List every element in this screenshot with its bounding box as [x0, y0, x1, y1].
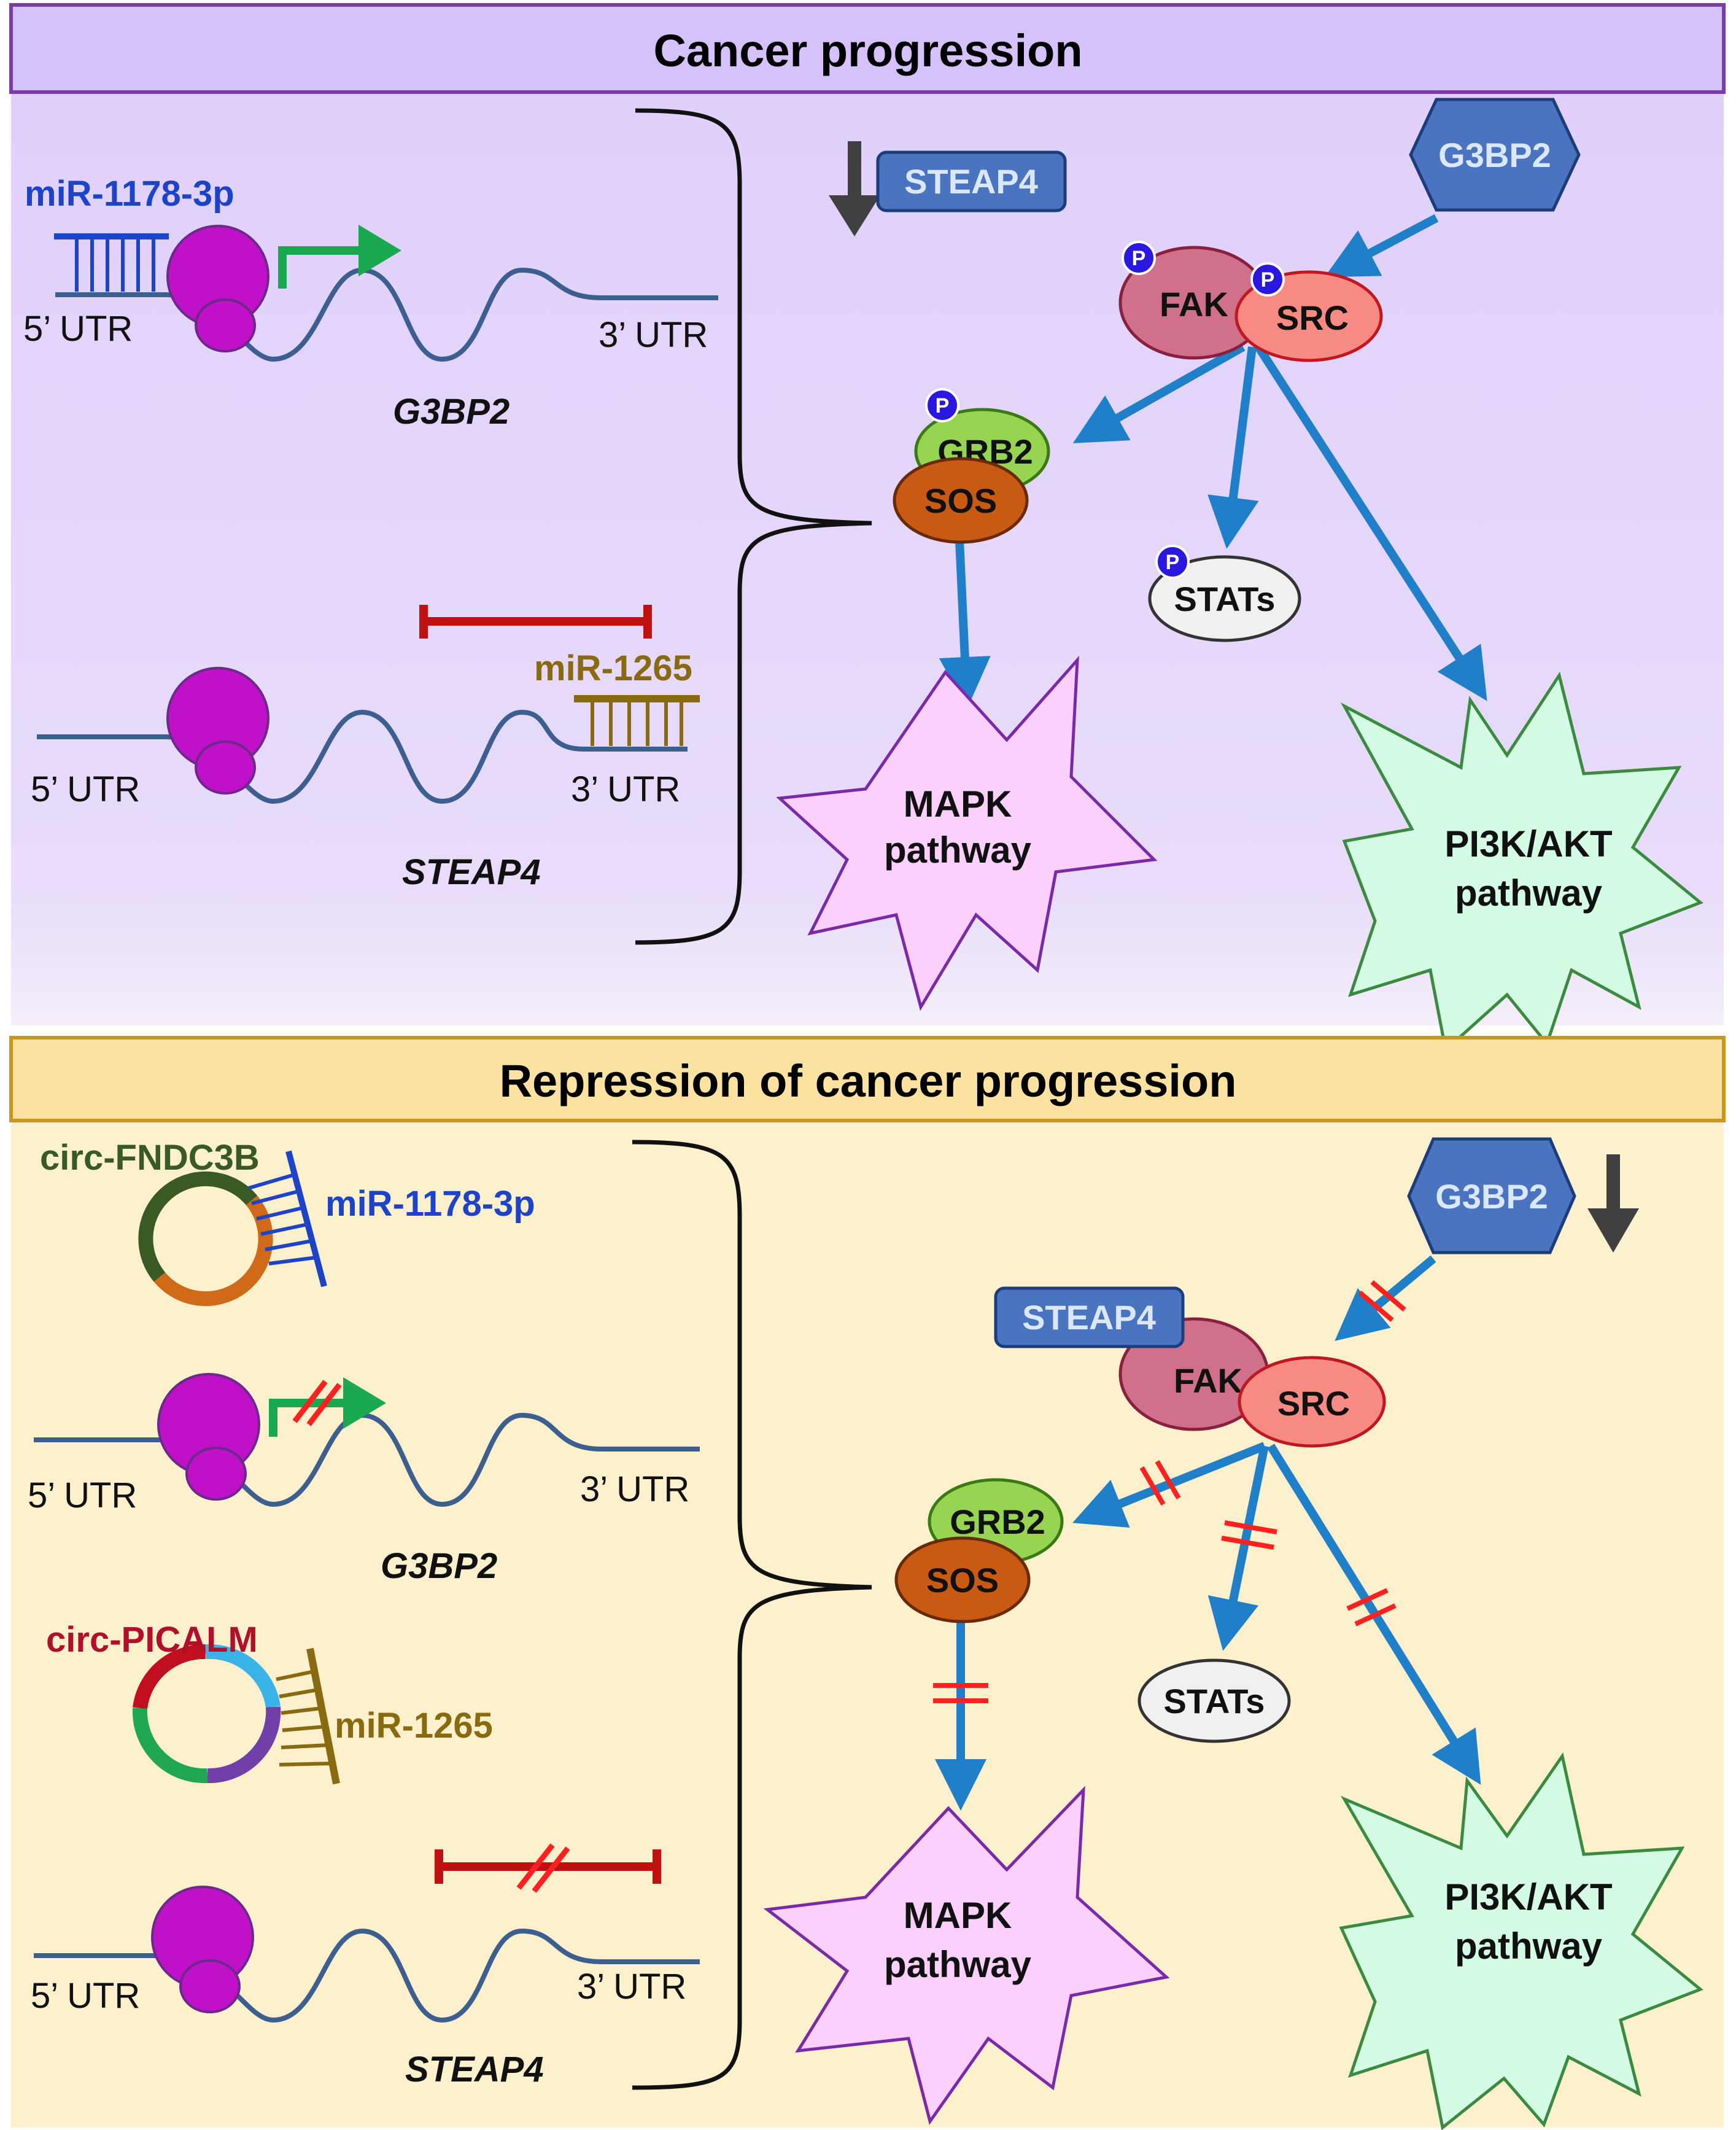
src-protein	[1238, 1356, 1386, 1448]
mir1178-label: miR-1178-3p	[25, 174, 234, 214]
sos-label: SOS	[924, 481, 997, 520]
bottom-panel-header	[9, 1036, 1726, 1122]
block-mark-icon	[516, 1843, 570, 1893]
pi3k-label-line1: PI3K/AKT	[1444, 1876, 1612, 1918]
mir1265-label: miR-1265	[335, 1706, 493, 1746]
block-mark-icon	[1139, 1460, 1181, 1506]
src-label: SRC	[1276, 298, 1349, 337]
mapk-label-line1: MAPK	[904, 783, 1012, 825]
mapk-label-line2: pathway	[884, 830, 1032, 871]
fak-label: FAK	[1174, 1361, 1242, 1400]
utr3-label: 3’ UTR	[571, 769, 680, 809]
bottom-panel-title: Repression of cancer progression	[500, 1055, 1237, 1106]
utr3-label: 3’ UTR	[577, 1967, 686, 2007]
steap4-protein-box	[994, 1286, 1185, 1348]
mir1178-label: miR-1178-3p	[325, 1184, 535, 1224]
svg-text:P: P	[936, 394, 950, 418]
svg-text:P: P	[1132, 247, 1146, 270]
steap4-protein-label: STEAP4	[1022, 1298, 1156, 1337]
circ-fndc3b: circ-FNDC3B miR-1178-3p	[40, 1138, 535, 1307]
circ-fndc3b-label: circ-FNDC3B	[40, 1138, 260, 1178]
mrna-strand	[34, 1412, 700, 1507]
svg-text:P: P	[1261, 268, 1275, 292]
circ-picalm-label: circ-PICALM	[46, 1620, 258, 1660]
inhibition-bar	[435, 1849, 661, 1884]
utr5-label: 5’ UTR	[31, 1976, 140, 2016]
gene-label-g3bp2: G3BP2	[381, 1546, 497, 1586]
phospho-p-icon	[1250, 262, 1285, 297]
src-label: SRC	[1277, 1384, 1350, 1423]
top-panel-header	[9, 3, 1726, 94]
g3bp2-mrna-bottom: 5’ UTR 3’ UTR G3BP2	[28, 1373, 700, 1586]
sos-label: SOS	[926, 1561, 999, 1599]
gene-label-g3bp2: G3BP2	[393, 392, 510, 432]
mrna-strand	[37, 709, 688, 804]
sos-protein	[894, 1536, 1031, 1623]
g3bp2-protein-label: G3BP2	[1435, 1177, 1548, 1216]
brace	[632, 1140, 872, 2090]
down-arrow-icon	[1587, 1154, 1639, 1253]
steap4-mrna-top: miR-1265 5’ UTR 3’ UTR STEAP4	[31, 605, 700, 892]
pi3k-label-line2: pathway	[1455, 873, 1603, 914]
mapk-pathway-starburst	[776, 655, 1158, 1011]
utr3-label: 3’ UTR	[580, 1469, 689, 1509]
g3bp2-protein-hex	[1409, 98, 1581, 212]
utr5-label: 5’ UTR	[23, 309, 133, 349]
grb2-label: GRB2	[950, 1502, 1045, 1541]
pi3k-label-line2: pathway	[1455, 1926, 1603, 1967]
top-panel: Cancer progression miR-1178-3p 5’ UTR 3’…	[9, 3, 1726, 1053]
steap4-protein-box	[876, 150, 1067, 212]
stats-label: STATs	[1164, 1682, 1265, 1720]
stats-label: STATs	[1174, 580, 1276, 618]
top-panel-title: Cancer progression	[653, 25, 1082, 76]
translation-arrow-icon	[278, 225, 401, 289]
mrna-strand	[34, 1928, 700, 2023]
fak-label: FAK	[1160, 285, 1228, 324]
mapk-pathway-starburst	[763, 1786, 1170, 2125]
utr3-label: 3’ UTR	[599, 315, 708, 355]
block-mark-icon	[933, 1683, 988, 1703]
stats-protein	[1137, 1658, 1291, 1743]
mapk-label-line1: MAPK	[904, 1895, 1012, 1936]
translation-arrow-icon	[269, 1377, 386, 1437]
phospho-p-icon	[1122, 241, 1156, 275]
pi3k-label-line1: PI3K/AKT	[1444, 823, 1612, 865]
mir1265-binding-comb	[574, 695, 700, 746]
block-mark-icon	[1221, 1520, 1277, 1550]
svg-text:P: P	[1166, 551, 1180, 574]
block-mark-icon	[1346, 1588, 1397, 1627]
mir1178-sponge-comb	[248, 1150, 327, 1288]
mir1178-binding-comb	[54, 233, 169, 292]
utr5-label: 5’ UTR	[31, 769, 140, 809]
gene-label-steap4: STEAP4	[402, 852, 541, 892]
steap4-mrna-bottom: 5’ UTR 3’ UTR STEAP4	[31, 1843, 700, 2089]
gene-label-steap4: STEAP4	[405, 2050, 544, 2089]
utr5-label: 5’ UTR	[28, 1475, 137, 1515]
block-mark-icon	[1358, 1280, 1406, 1323]
signal-arrows-top	[939, 214, 1487, 709]
steap4-protein-label: STEAP4	[904, 162, 1038, 201]
mapk-label-line2: pathway	[884, 1944, 1032, 1985]
g3bp2-mrna-top: miR-1178-3p 5’ UTR 3’ UTR G3BP2	[23, 174, 718, 432]
g3bp2-protein-label: G3BP2	[1438, 136, 1551, 174]
sos-protein	[893, 457, 1029, 544]
mrna-strand	[55, 267, 718, 362]
mir1265-sponge-comb	[276, 1647, 340, 1785]
phospho-p-icon	[1155, 545, 1190, 579]
down-arrow-icon	[829, 141, 880, 236]
bottom-panel: Repression of cancer progression circ-FN…	[9, 1036, 1726, 2130]
pi3k-pathway-starburst	[1339, 1752, 1703, 2130]
circ-picalm: circ-PICALM miR-1265	[46, 1620, 493, 1785]
stats-protein	[1148, 555, 1301, 642]
g3bp2-protein-hex	[1407, 1137, 1576, 1254]
block-mark-icon	[292, 1380, 342, 1426]
phospho-p-icon	[925, 388, 959, 422]
inhibition-bar	[419, 605, 652, 639]
brace	[635, 108, 872, 945]
mir1265-label: miR-1265	[534, 648, 692, 688]
